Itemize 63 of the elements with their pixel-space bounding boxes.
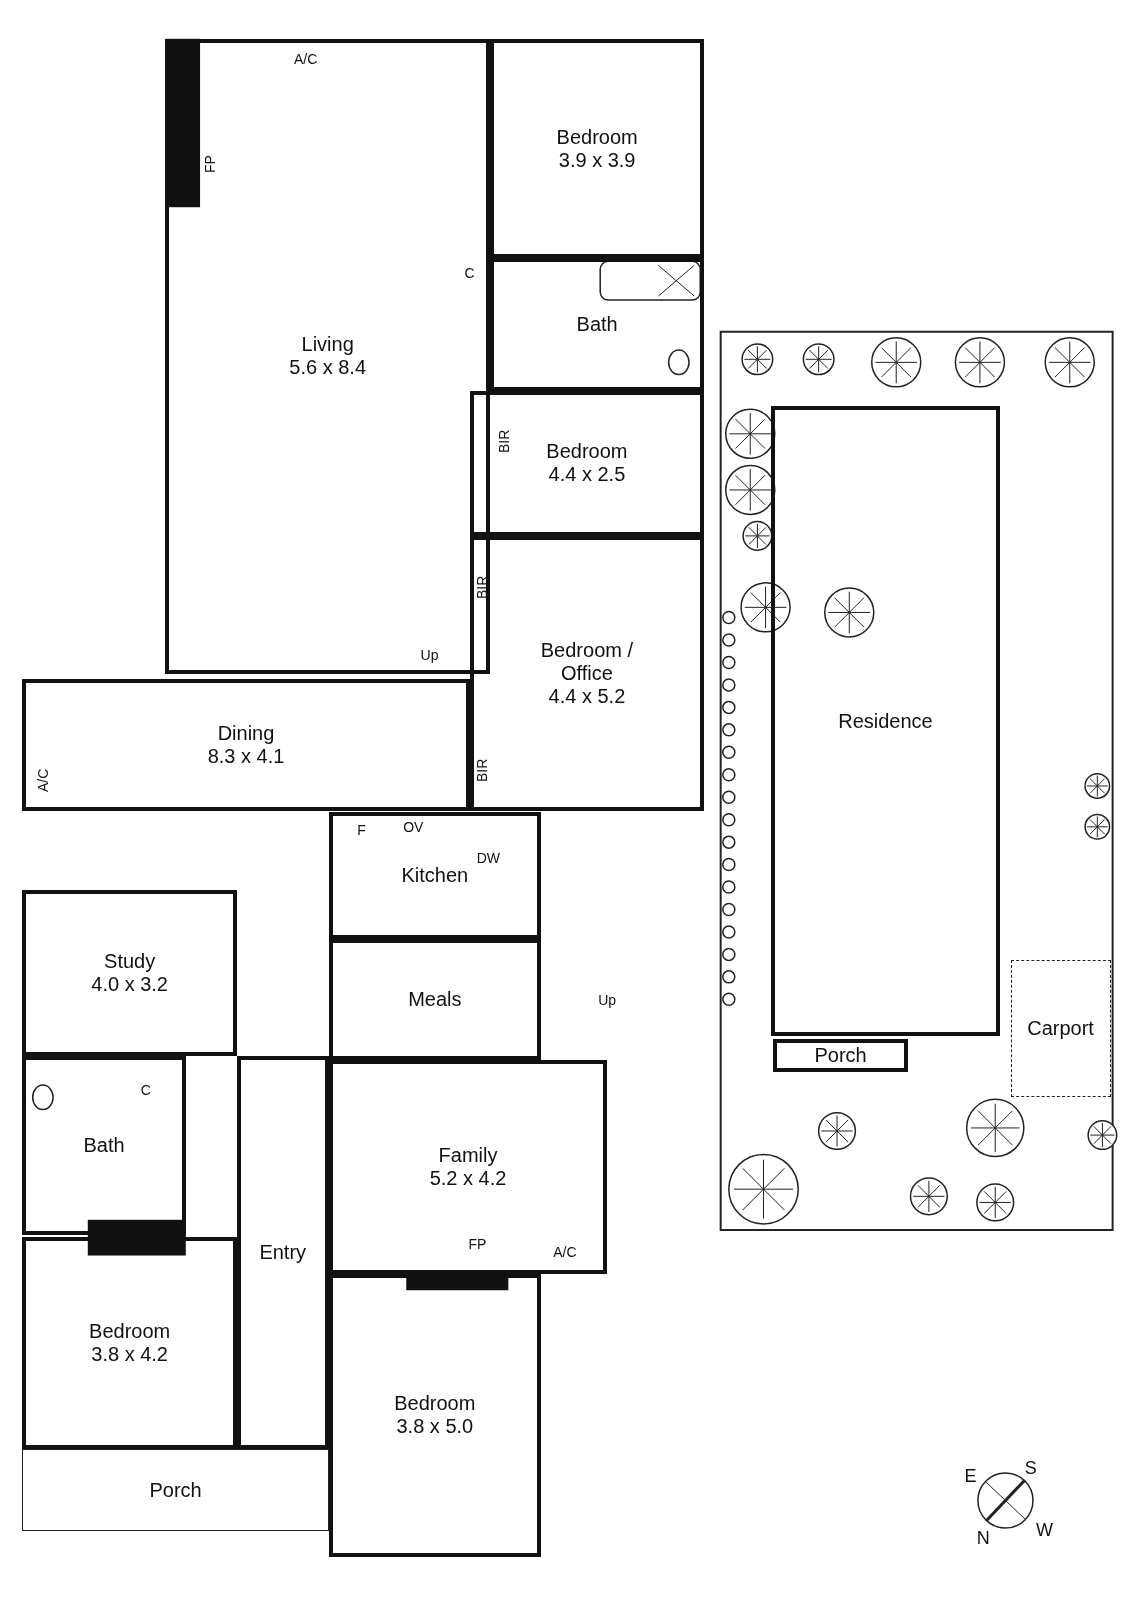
room — [469, 390, 705, 536]
room — [469, 535, 705, 812]
room — [489, 38, 705, 259]
plan-label: FP — [202, 154, 219, 173]
room — [22, 678, 470, 812]
plan-label: A/C — [34, 768, 51, 793]
room-dimensions: 3.8 x 4.2 — [91, 1343, 168, 1367]
room — [22, 1056, 186, 1236]
room-name: Bath — [576, 313, 618, 337]
room — [489, 258, 705, 391]
room-name: Kitchen — [401, 863, 469, 887]
room-dimensions: 8.3 x 4.1 — [207, 745, 285, 769]
room-name: Bedroom — [394, 1392, 476, 1416]
hallway — [236, 1056, 329, 1450]
room — [22, 1237, 237, 1450]
room-dimensions: 4.4 x 2.5 — [548, 463, 626, 487]
room-name: Study — [104, 950, 156, 974]
porch — [22, 1449, 329, 1532]
plan-label: OV — [403, 818, 424, 835]
plan-label: A/C — [293, 51, 318, 68]
plan-label: Up — [420, 647, 439, 664]
room-name: Living — [301, 333, 354, 357]
plan-label: BIR — [473, 758, 490, 782]
carport — [1010, 959, 1111, 1098]
room-dimensions: 4.4 x 5.2 — [548, 685, 626, 709]
room — [328, 939, 541, 1060]
room-name: Dining — [217, 722, 275, 746]
building-outline — [770, 406, 1001, 1037]
room-dimensions: 5.6 x 8.4 — [289, 356, 366, 380]
room-name: Porch — [814, 1043, 867, 1067]
room-dimensions: 4.0 x 3.2 — [91, 973, 168, 997]
room — [22, 890, 237, 1057]
plan-label: C — [464, 265, 475, 282]
room-name: Bath — [83, 1134, 125, 1158]
plan-label: FP — [468, 1236, 487, 1253]
room-name: Bedroom — [556, 125, 638, 149]
room — [328, 1273, 541, 1557]
porch — [772, 1039, 909, 1072]
plan-label: C — [140, 1082, 151, 1098]
room — [328, 1059, 608, 1274]
plan-label: F — [357, 821, 366, 838]
room-dimensions: 3.9 x 3.9 — [558, 148, 636, 172]
compass-letter: N — [976, 1528, 990, 1550]
room — [165, 38, 490, 674]
room-name: Family — [438, 1143, 498, 1167]
plan-label: Up — [598, 992, 617, 1009]
room-name: Bedroom — [546, 440, 628, 464]
room-name: Residence — [838, 709, 933, 733]
room-dimensions: 3.8 x 5.0 — [396, 1415, 474, 1439]
plan-label: BIR — [496, 429, 513, 454]
compass-letter: S — [1024, 1457, 1037, 1479]
plan-label: DW — [476, 850, 500, 867]
room — [328, 811, 541, 940]
compass-letter: E — [964, 1465, 977, 1487]
plan-label: A/C — [553, 1244, 577, 1261]
compass-letter: W — [1036, 1519, 1054, 1541]
room-name: Bedroom / Office — [539, 639, 635, 686]
room-name: Carport — [1027, 1016, 1094, 1040]
room-dimensions: 5.2 x 4.2 — [429, 1166, 507, 1190]
room-name: Bedroom — [89, 1320, 171, 1344]
room-name: Porch — [149, 1478, 202, 1502]
room-name: Meals — [408, 987, 462, 1011]
room-name: Entry — [259, 1241, 307, 1265]
